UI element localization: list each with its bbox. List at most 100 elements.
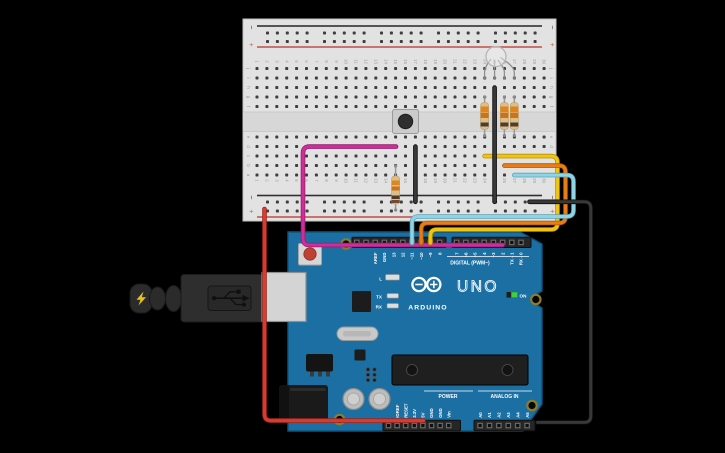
svg-text:6: 6 bbox=[304, 179, 309, 182]
svg-text:15: 15 bbox=[393, 59, 398, 64]
svg-text:20: 20 bbox=[443, 178, 448, 183]
analog-pin-label: A5 bbox=[525, 412, 530, 418]
svg-text:16: 16 bbox=[403, 178, 408, 183]
rgb-led-body[interactable] bbox=[485, 45, 507, 68]
svg-text:29: 29 bbox=[532, 178, 537, 183]
svg-text:5: 5 bbox=[294, 179, 299, 182]
svg-text:24: 24 bbox=[482, 59, 487, 64]
svg-text:+: + bbox=[548, 209, 555, 213]
resistors[interactable] bbox=[391, 95, 519, 212]
svg-text:h: h bbox=[549, 86, 554, 89]
digital-right-pin-label: 7 bbox=[454, 252, 459, 255]
analog-caption: ANALOG IN bbox=[490, 394, 518, 400]
digital-left-pin-label: AREF bbox=[373, 252, 378, 264]
wire-orange[interactable] bbox=[418, 163, 568, 246]
resistor[interactable] bbox=[509, 95, 519, 138]
svg-text:23: 23 bbox=[472, 178, 477, 183]
svg-text:13: 13 bbox=[373, 178, 378, 183]
svg-text:2: 2 bbox=[265, 60, 270, 63]
on-led-pad bbox=[506, 292, 512, 298]
svg-text:17: 17 bbox=[413, 59, 418, 64]
wires bbox=[262, 85, 594, 425]
rail-line-red-bottom bbox=[257, 216, 542, 218]
svg-text:3: 3 bbox=[274, 60, 279, 63]
svg-text:24: 24 bbox=[482, 178, 487, 183]
svg-text:2: 2 bbox=[265, 179, 270, 182]
power-pin-label: GND bbox=[429, 408, 434, 418]
svg-text:19: 19 bbox=[433, 178, 438, 183]
svg-text:1: 1 bbox=[255, 60, 260, 63]
svg-text:22: 22 bbox=[463, 59, 468, 64]
pushbutton[interactable] bbox=[392, 109, 419, 134]
svg-text:3: 3 bbox=[274, 179, 279, 182]
power-caption: POWER bbox=[439, 394, 458, 400]
led-l-label: L bbox=[379, 277, 382, 282]
barrel-jack bbox=[279, 385, 328, 422]
svg-text:e: e bbox=[549, 136, 554, 139]
digital-right-pin-label: RX←0 bbox=[519, 252, 524, 265]
arduino-uno-board[interactable]: L TX RX ARDUINO UNO ON bbox=[261, 231, 543, 432]
wire-gnd-black-right[interactable] bbox=[527, 199, 594, 425]
svg-text:28: 28 bbox=[522, 178, 527, 183]
reset-button[interactable] bbox=[298, 243, 322, 266]
wire-power-red[interactable] bbox=[262, 206, 426, 423]
svg-text:f: f bbox=[549, 106, 554, 108]
svg-text:30: 30 bbox=[542, 59, 547, 64]
power-pin-label: 5V bbox=[421, 412, 426, 417]
icsp-header[interactable] bbox=[365, 367, 377, 383]
svg-text:20: 20 bbox=[443, 59, 448, 64]
pushbutton-cap[interactable] bbox=[397, 113, 414, 130]
svg-text:23: 23 bbox=[472, 59, 477, 64]
digital-left-pin-label: ~9 bbox=[428, 252, 433, 258]
usb-interface-chip bbox=[352, 291, 371, 312]
svg-text:i: i bbox=[549, 77, 554, 78]
svg-text:8: 8 bbox=[324, 179, 329, 182]
wire-yellow[interactable] bbox=[428, 153, 560, 246]
svg-text:+: + bbox=[247, 209, 254, 213]
svg-text:−: − bbox=[548, 25, 555, 29]
rgb-led[interactable] bbox=[483, 45, 516, 80]
svg-text:4: 4 bbox=[284, 179, 289, 182]
svg-text:g: g bbox=[246, 96, 251, 99]
digital-right-pin-label: 2 bbox=[500, 252, 505, 255]
on-led-label: ON bbox=[520, 293, 528, 298]
usb-cable-ring1 bbox=[149, 286, 166, 311]
svg-text:14: 14 bbox=[383, 59, 388, 64]
digital-left-pin-label: GND bbox=[382, 253, 387, 263]
digital-right-pin-label: ~5 bbox=[473, 252, 478, 258]
voltage-regulator bbox=[306, 354, 333, 377]
power-pin-label: IOREF bbox=[395, 404, 400, 418]
digital-right-pin-label: TX→1 bbox=[510, 252, 515, 265]
svg-text:d: d bbox=[246, 145, 251, 148]
resistor[interactable] bbox=[500, 95, 509, 138]
wire-cyan[interactable] bbox=[409, 172, 576, 246]
arduino-brand: ARDUINO bbox=[408, 305, 447, 312]
analog-pin-label: A3 bbox=[506, 412, 511, 418]
svg-text:e: e bbox=[246, 136, 251, 139]
arduino-model: UNO bbox=[457, 279, 499, 296]
analog-pin-label: A1 bbox=[487, 412, 492, 418]
digital-left-pin-label: 13 bbox=[391, 252, 396, 257]
svg-text:5: 5 bbox=[294, 60, 299, 63]
wire-button-signal-magenta[interactable] bbox=[300, 144, 505, 248]
svg-text:a: a bbox=[246, 174, 251, 177]
svg-text:21: 21 bbox=[453, 59, 458, 64]
led-tx bbox=[386, 293, 399, 299]
digital-caption: DIGITAL (PWM~) bbox=[450, 261, 490, 267]
led-rx-label: RX bbox=[376, 305, 383, 310]
svg-text:g: g bbox=[549, 96, 554, 99]
svg-text:12: 12 bbox=[364, 59, 369, 64]
svg-text:i: i bbox=[246, 77, 251, 78]
svg-text:j: j bbox=[549, 67, 554, 69]
usb-cable[interactable] bbox=[129, 274, 264, 323]
resistor[interactable] bbox=[480, 95, 489, 138]
power-pin-label: GND bbox=[438, 408, 443, 418]
svg-text:22: 22 bbox=[463, 178, 468, 183]
svg-text:9: 9 bbox=[334, 179, 339, 182]
crystal-marking bbox=[343, 331, 371, 337]
usb-trident-icon bbox=[211, 289, 250, 307]
digital-left-pin-label: ~11 bbox=[410, 252, 415, 260]
svg-text:27: 27 bbox=[512, 59, 517, 64]
resistor[interactable] bbox=[391, 164, 400, 212]
